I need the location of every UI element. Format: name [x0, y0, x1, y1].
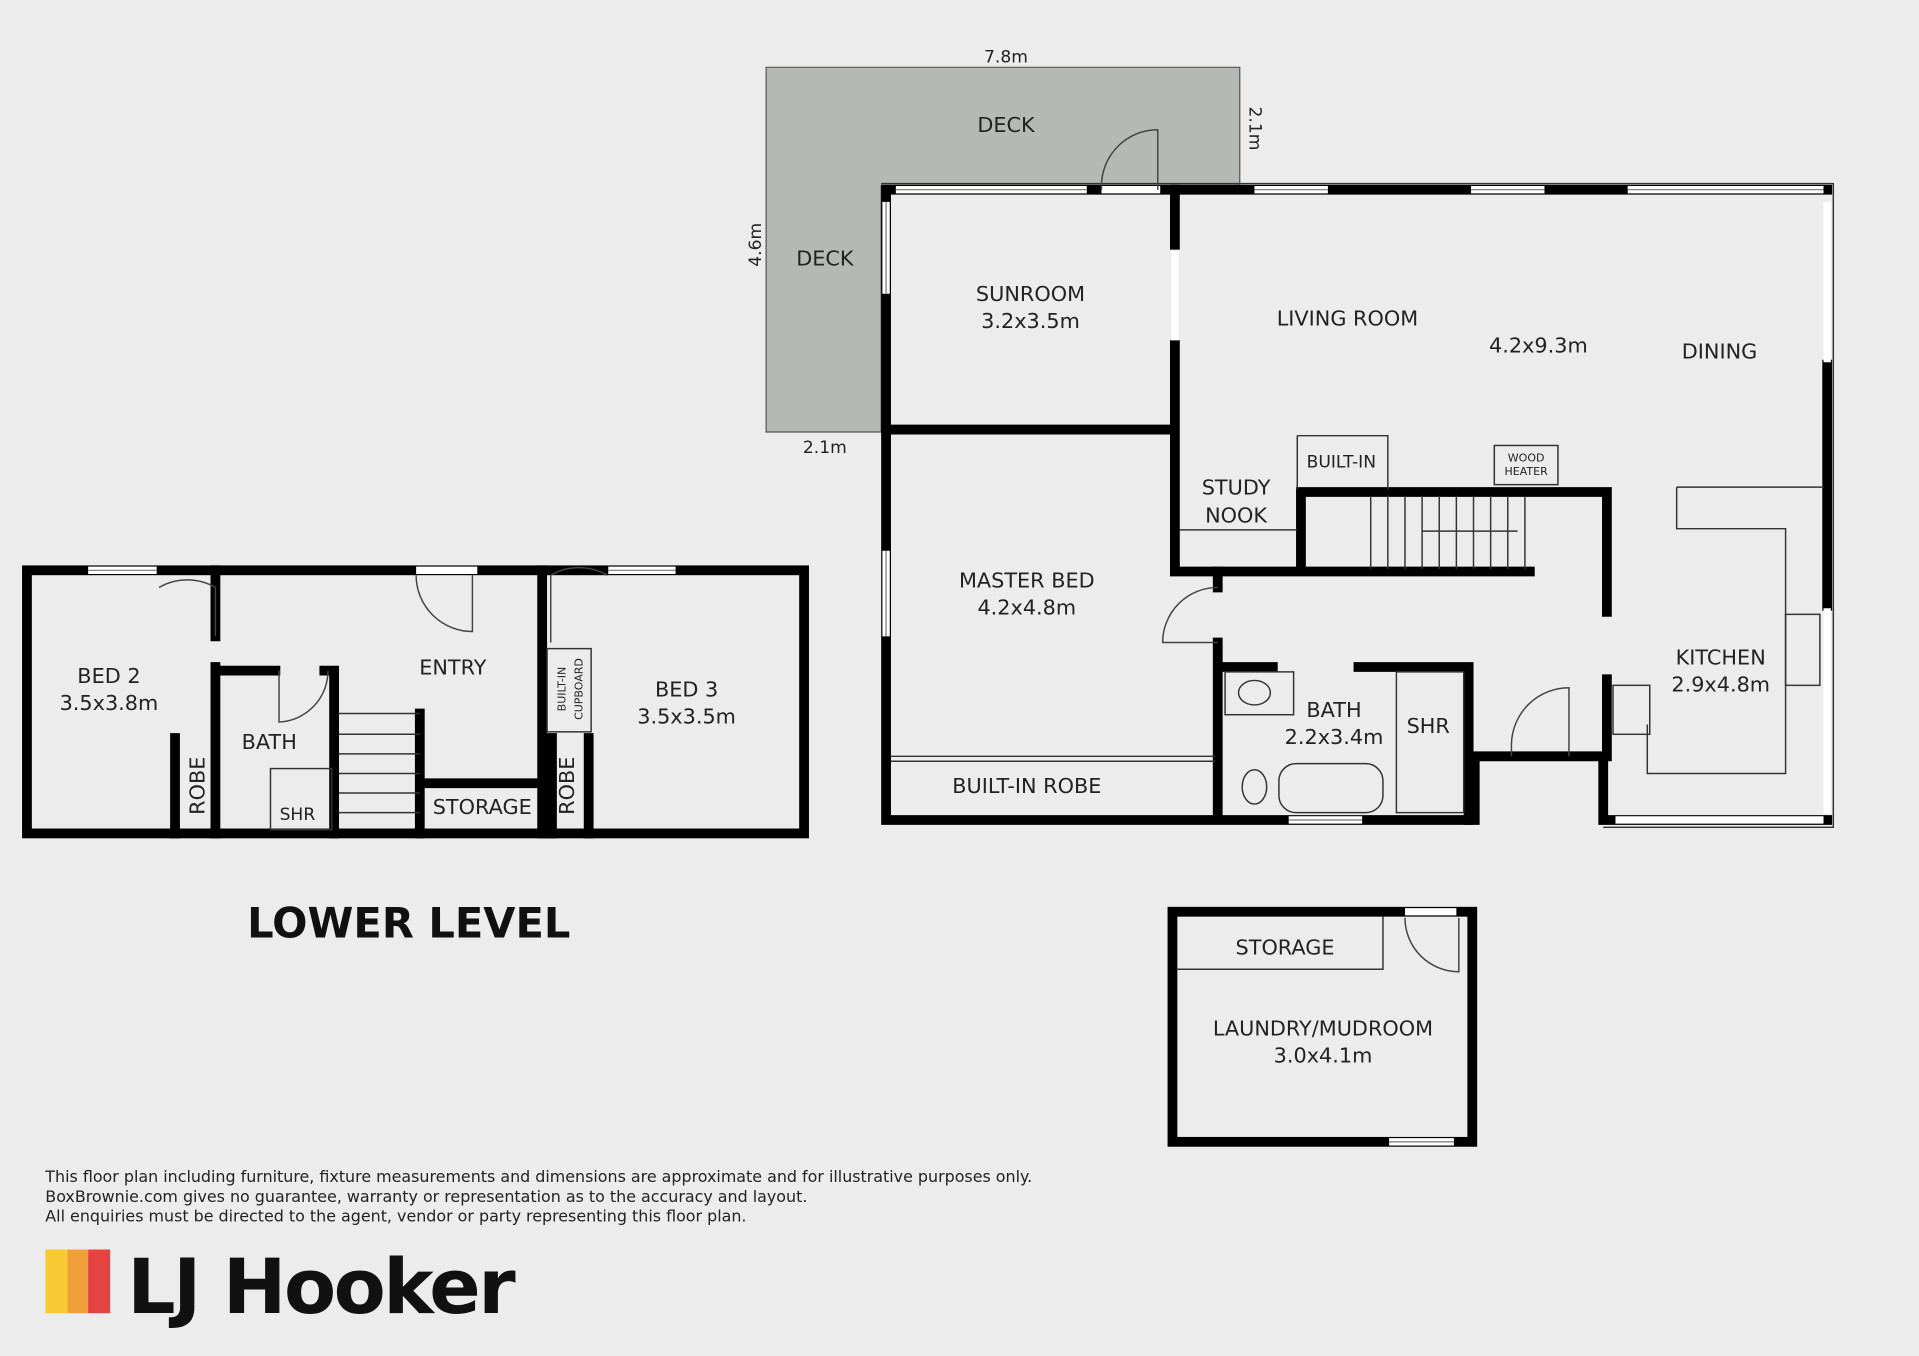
room-size: 2.9x4.8m — [1671, 672, 1770, 696]
deck: DECK DECK 7.8m 2.1m 4.6m 2.1m — [746, 47, 1264, 457]
dimension-label: 7.8m — [984, 47, 1028, 67]
wood-heater-label: HEATER — [1505, 465, 1549, 478]
room-size: 2.2x3.4m — [1285, 725, 1384, 749]
room-size: 4.2x9.3m — [1489, 333, 1588, 357]
room-name: NOOK — [1205, 504, 1268, 528]
room-name: BATH — [1306, 698, 1361, 722]
lower-level: BED 2 3.5x3.8m ENTRY BATH SHR ROBE ROBE … — [22, 565, 809, 947]
deck-label-side: DECK — [796, 247, 855, 271]
upper-floor: SUNROOM 3.2x3.5m LIVING ROOM 4.2x9.3m DI… — [881, 128, 1835, 829]
lj-hooker-logo: LJ Hooker — [45, 1243, 519, 1331]
room-name: KITCHEN — [1676, 646, 1766, 670]
room-size: 3.0x4.1m — [1274, 1043, 1373, 1067]
cupboard-label: CUPBOARD — [573, 658, 586, 720]
room-name: STORAGE — [1236, 936, 1335, 960]
dimension-label: 2.1m — [803, 438, 847, 458]
laundry-outbuilding: STORAGE LAUNDRY/MUDROOM 3.0x4.1m — [1167, 906, 1478, 1147]
wood-heater-label: WOOD — [1508, 451, 1545, 464]
room-name: LIVING ROOM — [1277, 307, 1419, 331]
room-name: SHR — [1407, 714, 1450, 738]
room-size: 3.2x3.5m — [981, 309, 1080, 333]
room-size: 4.2x4.8m — [977, 595, 1076, 619]
disclaimer-line: BoxBrownie.com gives no guarantee, warra… — [45, 1187, 807, 1206]
level-title: LOWER LEVEL — [247, 898, 570, 947]
logo-text: LJ Hooker — [127, 1243, 516, 1331]
room-name: ENTRY — [419, 655, 487, 679]
room-name: MASTER BED — [959, 568, 1095, 592]
staircase — [1369, 495, 1526, 570]
room-name: SHR — [280, 805, 316, 825]
builtin-label: BUILT-IN — [1307, 453, 1376, 473]
room-name: BUILT-IN ROBE — [952, 774, 1101, 798]
room-name: ROBE — [555, 757, 579, 815]
room-name: SUNROOM — [976, 282, 1085, 306]
room-name: DINING — [1682, 340, 1758, 364]
room-size: 3.5x3.5m — [637, 704, 736, 728]
cupboard-label: BUILT-IN — [555, 667, 568, 712]
disclaimer: This floor plan including furniture, fix… — [44, 1167, 1032, 1225]
room-name: BATH — [242, 730, 297, 754]
room-size: 3.5x3.8m — [60, 691, 159, 715]
disclaimer-line: This floor plan including furniture, fix… — [44, 1167, 1032, 1186]
room-name: BED 3 — [655, 677, 718, 701]
dimension-label: 2.1m — [1245, 107, 1265, 151]
room-name: STUDY — [1202, 475, 1271, 499]
room-name: LAUNDRY/MUDROOM — [1213, 1016, 1433, 1040]
deck-label: DECK — [977, 113, 1036, 137]
dimension-label: 4.6m — [746, 223, 766, 267]
room-name: BED 2 — [77, 664, 140, 688]
disclaimer-line: All enquiries must be directed to the ag… — [45, 1206, 746, 1225]
room-name: ROBE — [185, 757, 209, 815]
room-name: STORAGE — [433, 795, 532, 819]
